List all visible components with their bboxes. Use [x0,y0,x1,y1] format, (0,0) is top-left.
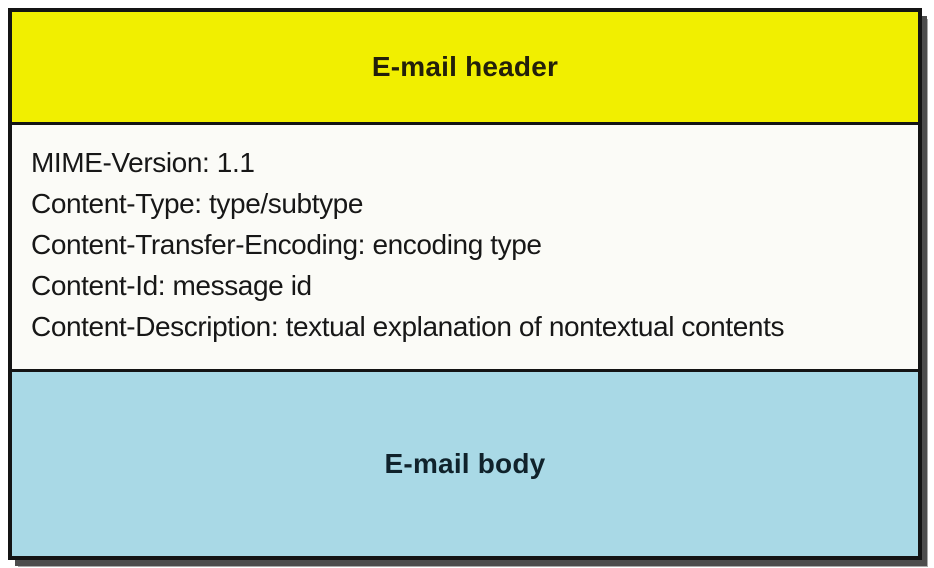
email-body-label: E-mail body [384,448,546,479]
content-type-line: Content-Type: type/subtype [31,188,364,219]
mime-headers-section: MIME-Version: 1.1 Content-Type: type/sub… [12,125,918,372]
content-id-line: Content-Id: message id [31,270,312,301]
email-header-section: E-mail header [12,12,918,125]
email-structure-diagram: E-mail header MIME-Version: 1.1 Content-… [8,8,922,560]
email-body-section: E-mail body [12,372,918,556]
content-transfer-encoding-line: Content-Transfer-Encoding: encoding type [31,229,542,260]
email-header-label: E-mail header [371,51,559,82]
content-description-line: Content-Description: textual explanation… [31,311,785,342]
mime-version-line: MIME-Version: 1.1 [31,147,255,178]
